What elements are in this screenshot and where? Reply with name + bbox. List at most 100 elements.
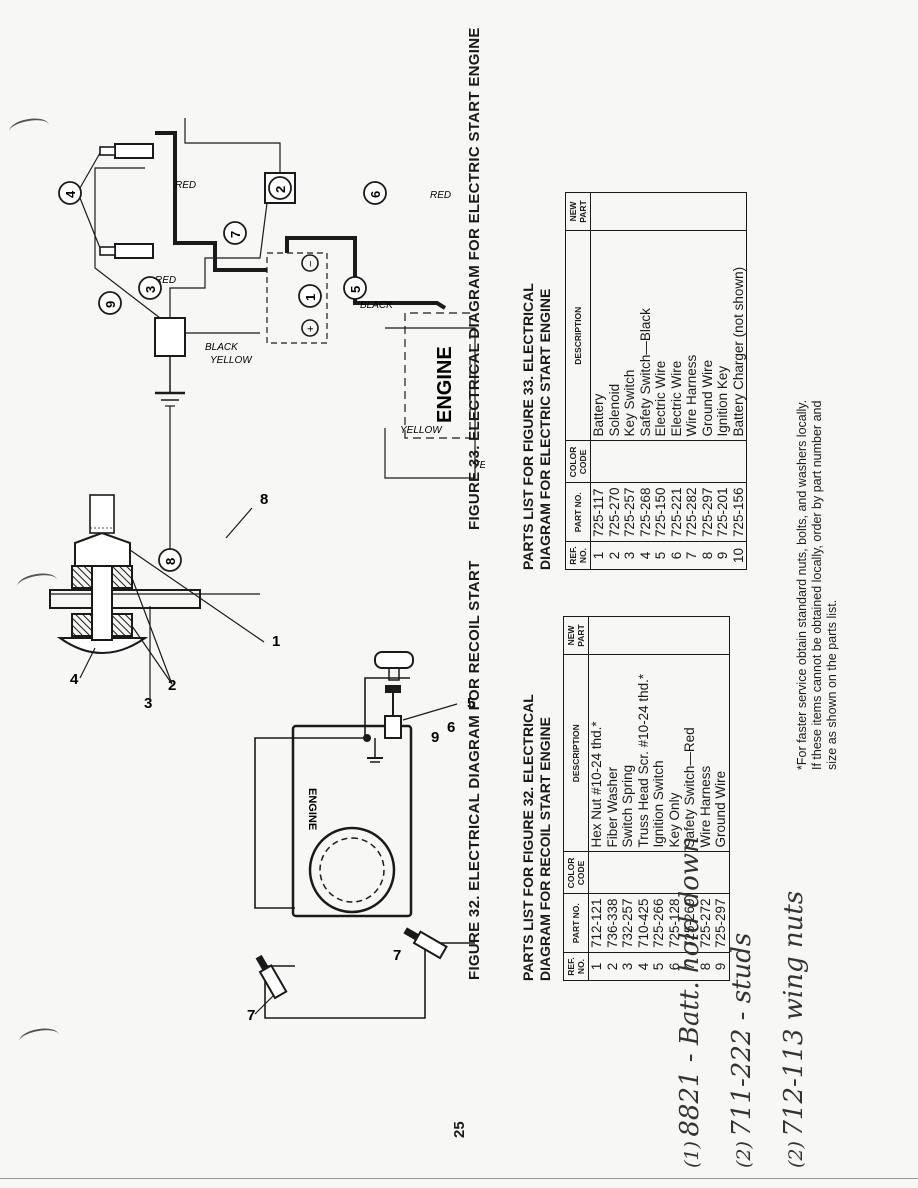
svg-text:3: 3: [143, 286, 158, 293]
hole-mark-3: [17, 1025, 61, 1051]
handwritten-line-3: (2) 712-113 wing nuts: [779, 890, 809, 1168]
svg-text:1: 1: [303, 294, 318, 301]
svg-text:5: 5: [348, 286, 363, 293]
wire-label-red-2: RED: [430, 190, 451, 201]
safety-switch-right: [403, 927, 448, 960]
footnote: *For faster service obtain standard nuts…: [795, 400, 840, 770]
svg-text:7: 7: [228, 231, 243, 238]
col-new-part: NEW PART: [563, 616, 589, 655]
footnote-line-1: *For faster service obtain standard nuts…: [795, 399, 809, 770]
wire-harness: [254, 677, 410, 909]
callout-circle-3: 3: [138, 276, 162, 300]
parts-table-33: REF. NO. PART NO. COLOR CODE DESCRIPTION…: [565, 192, 747, 570]
battery: [266, 252, 328, 344]
callout-circle-7: 7: [223, 221, 247, 245]
handwritten-line-1: (1) 8821 - Batt. hold down: [675, 836, 705, 1168]
scan-edge-line: [0, 1178, 918, 1179]
col-description: DESCRIPTION: [563, 654, 589, 852]
safety-switch-left: [255, 954, 288, 1000]
hole-mark-1: [7, 115, 51, 141]
callout-circle-4: 4: [58, 181, 82, 205]
figure-33-caption: FIGURE 33. ELECTRICAL DIAGRAM FOR ELECTR…: [466, 27, 483, 530]
col-color-code: COLOR CODE: [565, 440, 591, 483]
figure-32-bolt-detail: 4 3 2 1 8: [49, 491, 280, 712]
wire-label-red: RED: [175, 180, 196, 191]
callout-circle-5: 5: [343, 276, 367, 300]
footnote-line-3: size as shown on the parts list.: [825, 599, 839, 770]
handwritten-line-2: (2) 711-222 - studs: [727, 932, 757, 1168]
heavy-cable-6: [155, 131, 267, 272]
wire-label-black-2: BLACK: [360, 300, 394, 311]
svg-text:9: 9: [103, 301, 118, 308]
col-ref-no: REF. NO.: [565, 541, 591, 570]
wire-label-yellow-c: YELLOW: [473, 460, 485, 471]
heavy-cable-5: [285, 236, 447, 310]
callout-3: 3: [144, 695, 152, 712]
wire-label-black: BLACK: [205, 342, 239, 353]
footnote-line-2: If these items cannot be obtained locall…: [810, 400, 824, 770]
callout-circle-8: 8: [158, 548, 182, 572]
ignition-switch: [384, 715, 402, 739]
callout-6: 6: [447, 719, 455, 736]
col-color-code: COLOR CODE: [563, 851, 589, 894]
col-part-no: PART NO.: [565, 482, 591, 542]
parts-list-33-title: PARTS LIST FOR FIGURE 33. ELECTRICAL DIA…: [520, 283, 553, 570]
safety-switch-4b: [99, 243, 154, 259]
yellow-wire: [384, 327, 476, 479]
col-new-part: NEW PART: [565, 192, 591, 231]
key-knob: [374, 651, 414, 669]
engine-body: [291, 724, 413, 918]
svg-text:6: 6: [368, 191, 383, 198]
hex-nut: [74, 531, 131, 567]
wire-label-red-3: RED: [155, 275, 176, 286]
truss-head-screw: [56, 637, 149, 654]
engine-box: [404, 312, 471, 439]
callout-circle-9: 9: [98, 291, 122, 315]
page-number: 25: [451, 1121, 468, 1138]
wire-label-yellow-b: YELLOW: [400, 425, 443, 436]
col-part-no: PART NO.: [563, 893, 589, 953]
col-ref-no: REF. NO.: [563, 952, 589, 981]
svg-text:+: +: [305, 326, 317, 332]
svg-text:2: 2: [273, 186, 288, 193]
handwritten-notes: (1) 8821 - Batt. hold down (2) 711-222 -…: [675, 748, 831, 1168]
engine-label-33: ENGINE: [434, 346, 456, 423]
callout-circle-1: 1: [298, 284, 322, 308]
callout-9: 9: [431, 729, 439, 746]
callout-2: 2: [168, 677, 176, 694]
figure-32-diagram: ENGINE 7: [247, 651, 475, 1024]
figure-32-caption: FIGURE 32. ELECTRICAL DIAGRAM FOR RECOIL…: [466, 560, 483, 980]
figure-33-diagram: ENGINE + −: [58, 118, 485, 572]
wire-harness-7: [169, 202, 268, 318]
col-description: DESCRIPTION: [565, 230, 591, 441]
callout-7a: 7: [247, 1007, 255, 1024]
callout-1: 1: [272, 633, 280, 650]
safety-switch-4a: [99, 143, 154, 159]
engine-flywheel: [308, 826, 396, 914]
parts-list-32-title: PARTS LIST FOR FIGURE 32. ELECTRICAL DIA…: [520, 694, 553, 981]
callout-5: 5: [467, 695, 475, 712]
callout-7b: 7: [393, 947, 401, 964]
callout-circle-2: 2: [268, 176, 292, 200]
callout-circle-6: 6: [363, 181, 387, 205]
callout-4: 4: [70, 671, 79, 688]
wire-label-yellow-a: YELLOW: [210, 355, 253, 366]
engine-label: ENGINE: [306, 788, 318, 830]
